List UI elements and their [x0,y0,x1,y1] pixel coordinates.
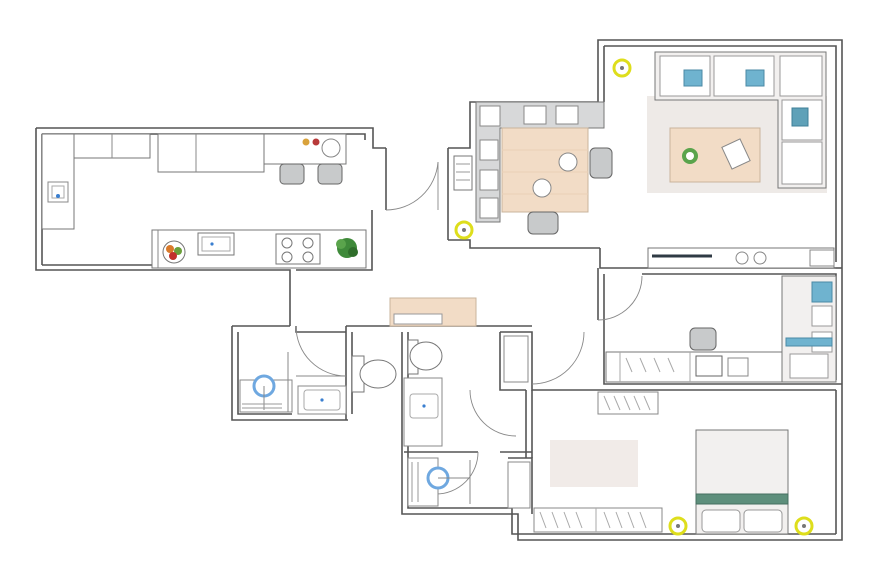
kitchen-counter-bottom [151,229,367,269]
plate-icon [532,178,552,198]
study [597,275,837,415]
pillow [701,509,741,533]
desk [605,351,783,383]
computer-icon [695,355,723,377]
living-room [647,51,835,269]
speaker-icon [735,251,749,265]
light-icon [794,516,814,536]
plant-icon [336,238,358,258]
bar-stool [279,163,305,185]
pillow [743,509,783,533]
light-icon [454,220,474,240]
bedroom-rug [550,440,638,487]
kitchen [41,133,367,269]
dining-table [501,127,589,213]
kitchen-sink [197,232,235,256]
dining-chair [589,147,613,179]
light-icon [668,516,688,536]
doors [295,161,643,495]
bathrooms [239,297,529,507]
desk-chair [689,327,717,351]
upper-cabinet-2 [157,133,265,173]
small-sink [47,181,69,203]
plate-icon [558,152,578,172]
plate-icon [321,138,341,158]
radiator [453,155,473,191]
book-icon [721,138,751,170]
light-icon [612,58,632,78]
dining-chair [527,211,559,235]
jar-icon [312,138,320,146]
speaker-icon [753,251,767,265]
toilet-icon [409,341,443,371]
wardrobe [597,391,659,415]
jar-icon [302,138,310,146]
dining-area [453,101,613,235]
bedroom [507,429,789,535]
bar-stool [317,163,343,185]
flower-icon [682,148,698,164]
toilet-icon [359,359,397,389]
